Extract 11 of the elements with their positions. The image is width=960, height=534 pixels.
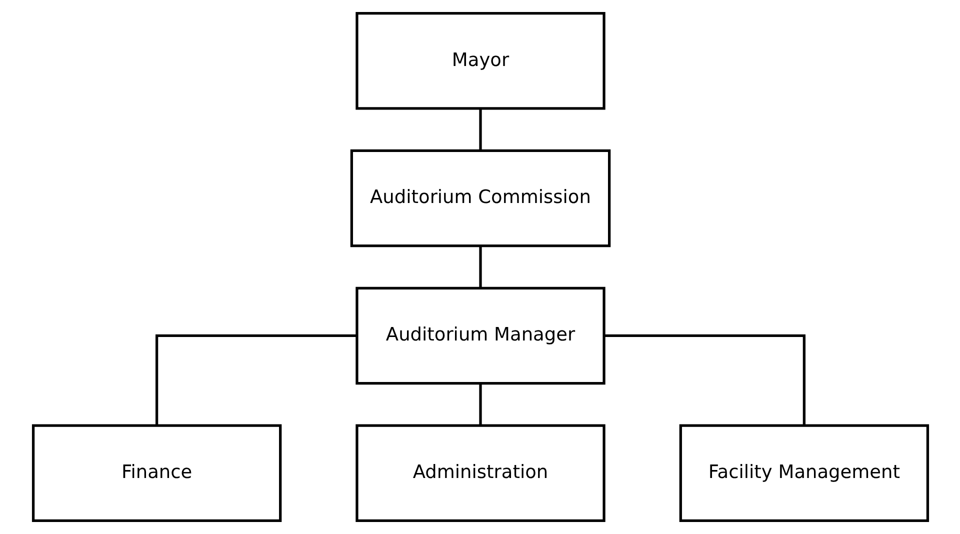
node-box: Facility Management: [678, 424, 929, 522]
connector: [478, 383, 482, 426]
node-box: Administration: [355, 424, 605, 522]
node-box: Auditorium Commission: [350, 149, 610, 248]
connector: [478, 246, 482, 288]
connector: [155, 334, 356, 426]
node-box: Auditorium Manager: [355, 286, 605, 385]
connector: [604, 334, 805, 426]
connector: [478, 108, 482, 151]
node-box: Mayor: [355, 12, 605, 110]
node-box: Finance: [31, 424, 282, 522]
